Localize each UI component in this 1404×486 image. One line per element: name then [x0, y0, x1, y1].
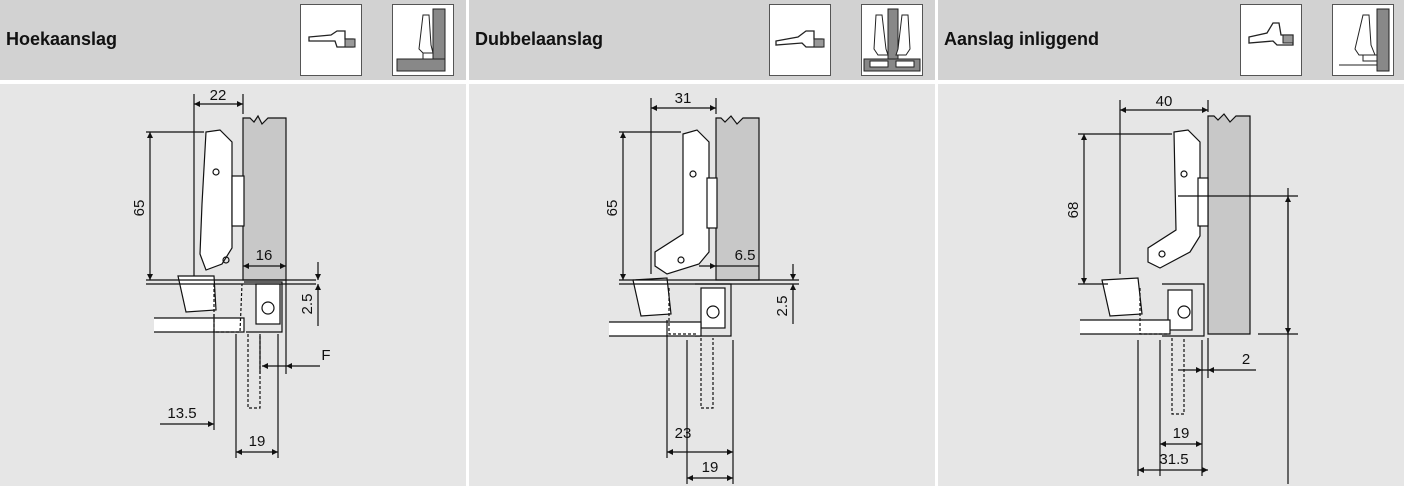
- dim-31-5-label: 31.5: [1159, 451, 1188, 468]
- hinge-side-thumbnail-icon: [769, 4, 831, 76]
- hinge-technical-drawing: 31 65 6.5 2.5 23 19: [604, 90, 799, 484]
- hinge-side-thumbnail-icon: [300, 4, 362, 76]
- dim-2-5-label: 2.5: [774, 296, 791, 317]
- drawing-area: 31 65 6.5 2.5 23 19: [469, 84, 935, 486]
- dim-19-label: 19: [249, 433, 266, 450]
- panel-header: Hoekaanslag: [0, 0, 466, 80]
- panel-header: Dubbelaanslag: [469, 0, 935, 80]
- dim-31-label: 31: [675, 90, 692, 107]
- drawing-area: 40 68 2 19 31.5: [938, 84, 1404, 486]
- dim-65-label: 65: [131, 200, 148, 217]
- hinge-technical-drawing: 40 68 2 19 31.5: [1065, 93, 1298, 484]
- panel-dubbelaanslag: Dubbelaanslag: [469, 0, 935, 486]
- hinge-side-thumbnail-icon: [1240, 4, 1302, 76]
- dim-22-label: 22: [210, 87, 227, 104]
- hinge-corner-thumbnail-icon: [392, 4, 454, 76]
- dim-6-5-label: 6.5: [735, 247, 756, 264]
- dim-65-label: 65: [604, 200, 621, 217]
- dim-40-label: 40: [1156, 93, 1173, 110]
- dim-2-5-label: 2.5: [299, 294, 316, 315]
- dim-2-label: 2: [1242, 351, 1250, 368]
- panel-aanslag-inliggend: Aanslag inliggend: [938, 0, 1404, 486]
- panel-header: Aanslag inliggend: [938, 0, 1404, 80]
- drawing-area: 22 65 16 2.5 F 13.5 19: [0, 84, 466, 486]
- panel-hoekaanslag: Hoekaanslag: [0, 0, 466, 486]
- dim-f-label: F: [321, 347, 330, 364]
- dim-19-label: 19: [702, 459, 719, 476]
- dim-23-label: 23: [675, 425, 692, 442]
- dim-16-label: 16: [256, 247, 273, 264]
- hinge-double-thumbnail-icon: [861, 4, 923, 76]
- hinge-technical-drawing: 22 65 16 2.5 F 13.5 19: [131, 87, 331, 458]
- dim-68-label: 68: [1065, 202, 1082, 219]
- panel-title: Aanslag inliggend: [944, 29, 1100, 49]
- panel-title: Hoekaanslag: [6, 29, 118, 49]
- dim-13-5-label: 13.5: [167, 405, 196, 422]
- hinge-inset-thumbnail-icon: [1332, 4, 1394, 76]
- dim-19-label: 19: [1173, 425, 1190, 442]
- panel-title: Dubbelaanslag: [475, 29, 604, 49]
